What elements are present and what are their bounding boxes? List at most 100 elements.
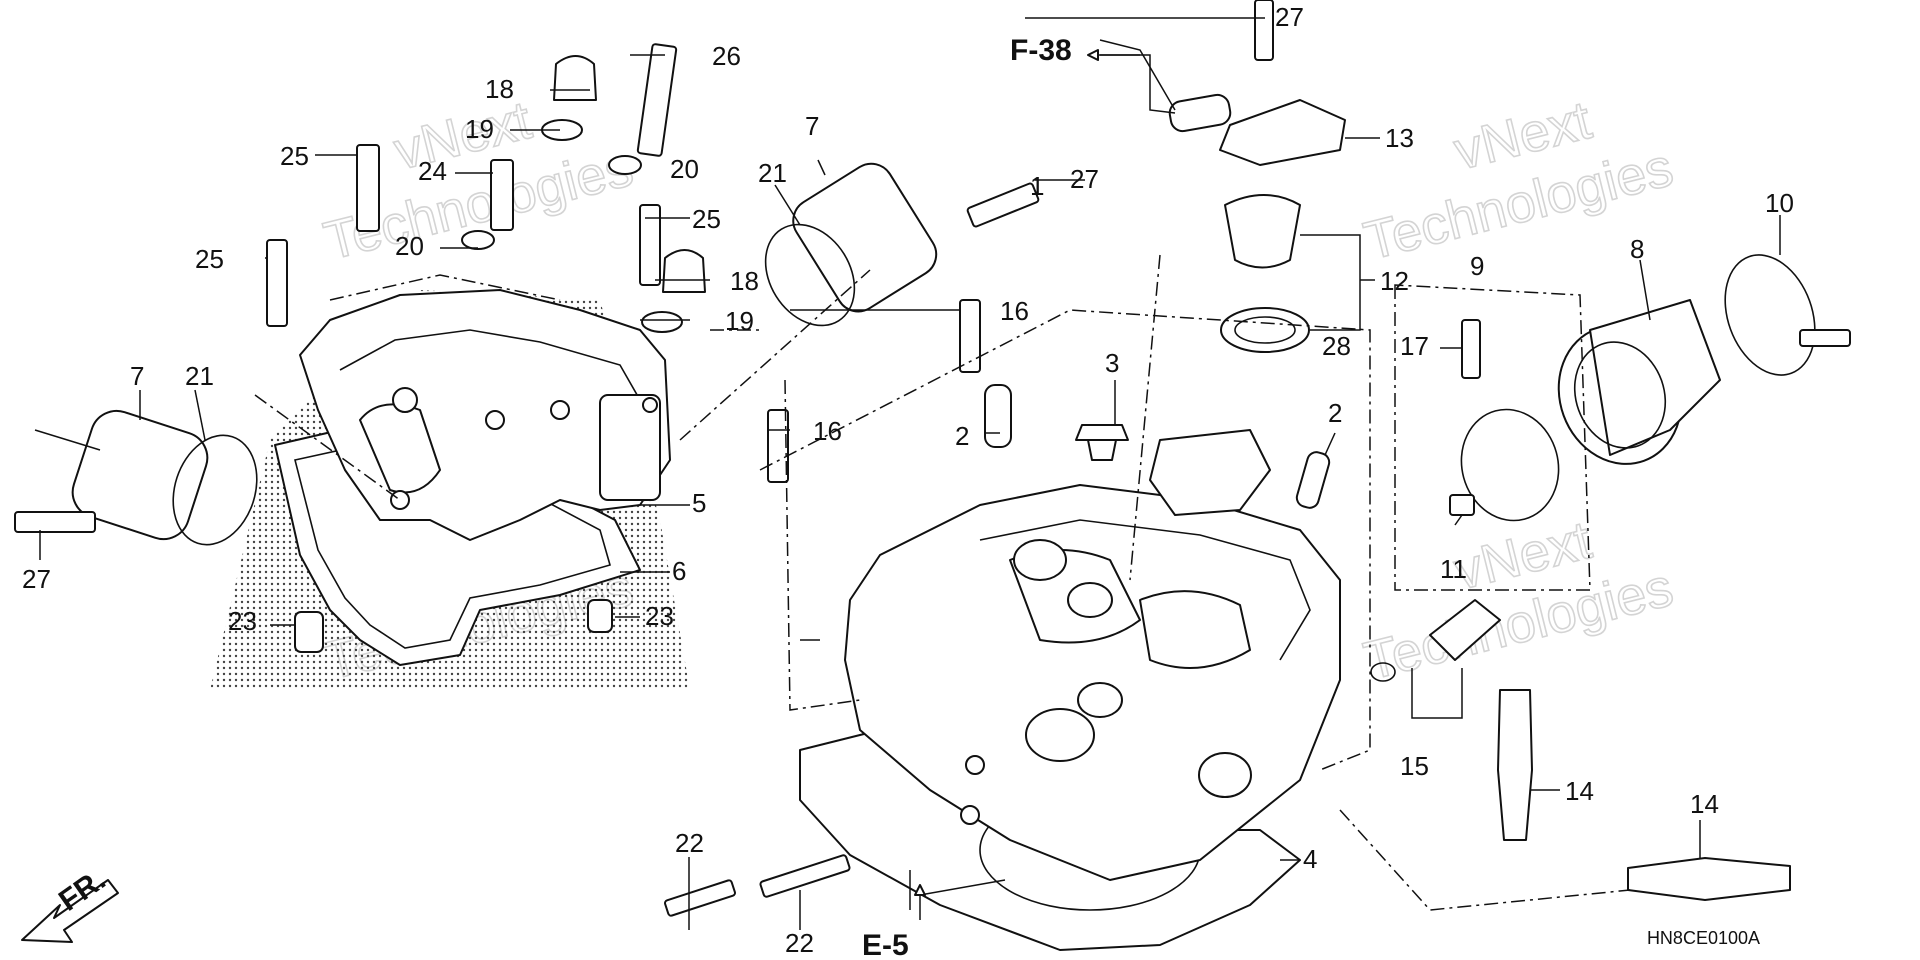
thermostat-seal <box>1220 307 1310 353</box>
callout-numbers: 1 2 2 3 4 5 6 7 7 8 9 10 11 12 13 14 14 … <box>22 2 1794 958</box>
callout-18a: 18 <box>485 74 514 104</box>
callout-20b: 20 <box>395 231 424 261</box>
bolt-25-c <box>639 204 661 286</box>
ref-e5: E-5 <box>862 929 909 960</box>
callout-14a: 14 <box>1565 776 1594 806</box>
thermostat-seal-inner <box>1234 316 1296 344</box>
bolt-25-b <box>266 239 288 327</box>
callout-9: 9 <box>1470 251 1484 281</box>
callout-16a: 16 <box>1000 296 1029 326</box>
dowel-pin-left <box>294 611 324 653</box>
drawing-code: HN8CE0100A <box>1647 928 1760 948</box>
cap-nut-right <box>662 249 706 293</box>
callout-24: 24 <box>418 156 447 186</box>
dowel-pin-right <box>587 599 613 633</box>
side-cap-top <box>792 162 938 313</box>
bolt-26 <box>636 43 678 157</box>
sealing-plug <box>1075 424 1129 461</box>
washer <box>608 155 642 175</box>
intake-insulator-bore <box>1573 341 1667 449</box>
cover-bolt-hole <box>550 400 570 420</box>
bolt-25-a <box>356 144 380 232</box>
stud-bolt-16-a <box>959 299 981 373</box>
callout-14b: 14 <box>1690 789 1719 819</box>
callout-2a: 2 <box>955 421 969 451</box>
callout-17: 17 <box>1400 331 1429 361</box>
callout-22b: 22 <box>785 928 814 958</box>
o-ring-top <box>764 223 856 327</box>
cover-bolt-hole <box>485 410 505 430</box>
callout-8: 8 <box>1630 234 1644 264</box>
intake-flange <box>1025 708 1095 762</box>
callout-19b: 19 <box>725 306 754 336</box>
exhaust-port <box>1139 590 1251 669</box>
callout-19a: 19 <box>465 114 494 144</box>
callout-11: 11 <box>1440 554 1467 584</box>
f38-reference: F-38 <box>1010 34 1176 114</box>
callout-27a: 27 <box>22 564 51 594</box>
bolt-27-mid <box>966 182 1040 228</box>
callout-18b: 18 <box>730 266 759 296</box>
callout-25c: 25 <box>692 204 721 234</box>
head-bolt-hole <box>965 755 985 775</box>
dowel-pin-2-right <box>1295 451 1331 509</box>
band-clamp-9 <box>1460 408 1560 522</box>
callout-12: 12 <box>1380 266 1409 296</box>
spark-plug-horizontal <box>1627 857 1791 901</box>
stud-bolt-16-b <box>767 409 789 483</box>
callout-28: 28 <box>1322 331 1351 361</box>
callout-21a: 21 <box>185 361 214 391</box>
band-clamp-10 <box>1724 254 1816 376</box>
head-bolt-hole <box>960 805 980 825</box>
arrow-left-icon <box>1087 49 1099 61</box>
water-outlet-cover <box>1219 99 1346 166</box>
stud-22-right <box>759 854 851 898</box>
cap-nut-top <box>553 55 597 101</box>
front-arrow-icon <box>21 879 119 943</box>
washer <box>641 311 683 333</box>
bolt-24 <box>490 159 514 231</box>
cover-bolt-hole <box>642 397 658 413</box>
callout-27c: 27 <box>1275 2 1304 32</box>
callout-1: 1 <box>1030 171 1044 201</box>
callout-10: 10 <box>1765 188 1794 218</box>
callout-22a: 22 <box>675 828 704 858</box>
callout-3: 3 <box>1105 348 1119 378</box>
callout-7a: 7 <box>130 361 144 391</box>
callout-26: 26 <box>712 41 741 71</box>
arrow-up-icon <box>914 884 926 896</box>
callout-6: 6 <box>672 556 686 586</box>
washer <box>461 230 495 250</box>
callout-23a: 23 <box>228 606 257 636</box>
callout-2b: 2 <box>1328 398 1342 428</box>
water-outlet-pipe <box>1168 93 1232 133</box>
thermostat-seat <box>1149 429 1271 516</box>
front-label: FR. <box>53 863 112 918</box>
insulator-assembly <box>1370 254 1851 901</box>
valve-bore <box>1067 582 1113 618</box>
callout-27b: 27 <box>1070 164 1099 194</box>
temperature-sensor <box>1429 599 1501 661</box>
o-ring-left <box>172 434 258 546</box>
callout-25b: 25 <box>195 244 224 274</box>
cover-bolt-hole <box>392 387 418 413</box>
spark-plug-hole <box>1198 752 1252 798</box>
ref-f38: F-38 <box>1010 34 1072 67</box>
spark-plug-vertical <box>1497 689 1533 841</box>
relation-lines <box>254 254 1631 911</box>
thermostat-assembly <box>1168 0 1346 353</box>
callout-15: 15 <box>1400 751 1429 781</box>
head-cover-assembly <box>14 43 1040 690</box>
clamp-nut-11 <box>1449 494 1475 516</box>
front-direction-indicator: FR. <box>21 863 119 943</box>
cover-bolt-hole <box>390 490 410 510</box>
callout-16b: 16 <box>813 416 842 446</box>
callout-13: 13 <box>1385 123 1414 153</box>
callout-21b: 21 <box>758 158 787 188</box>
valve-bore <box>1013 539 1067 581</box>
bolt-27-left <box>14 511 96 533</box>
callout-20a: 20 <box>670 154 699 184</box>
callout-5: 5 <box>692 488 706 518</box>
callout-23b: 23 <box>645 601 674 631</box>
callout-25a: 25 <box>280 141 309 171</box>
